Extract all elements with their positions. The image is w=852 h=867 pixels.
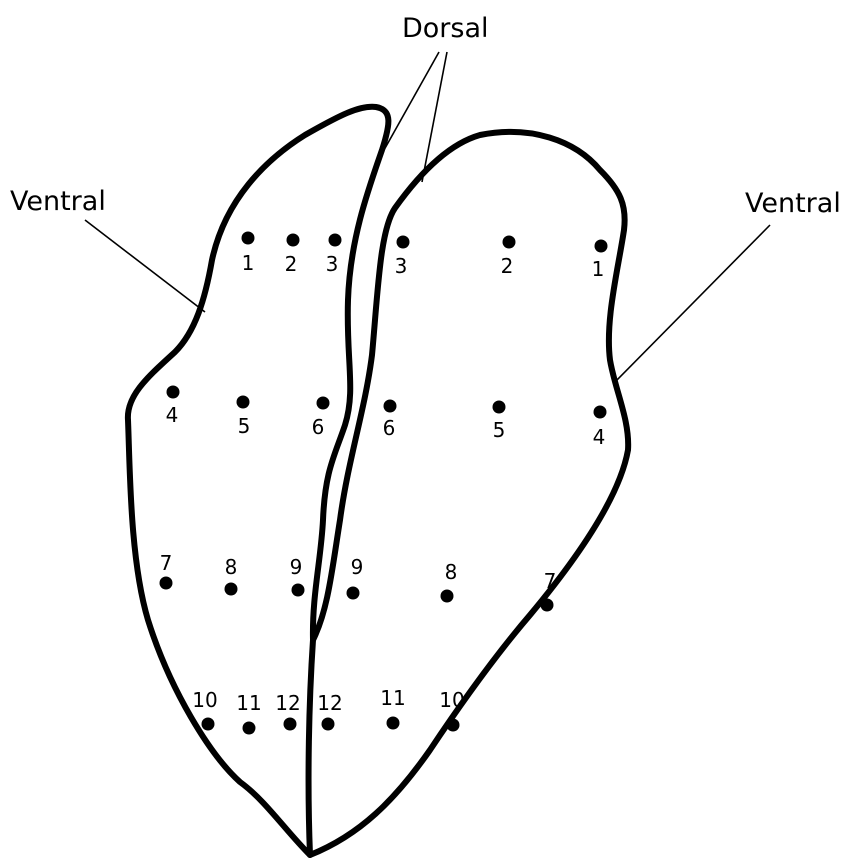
left-point-11-label: 11 — [236, 691, 261, 715]
right-point-3-label: 3 — [395, 254, 408, 278]
right-point-6-marker — [384, 400, 397, 413]
right-point-11-label: 11 — [380, 686, 405, 710]
left-point-9-marker — [292, 584, 305, 597]
right-point-12-marker — [322, 718, 335, 731]
left-point-5-marker — [237, 396, 250, 409]
left-point-5-label: 5 — [238, 414, 251, 438]
left-point-7-label: 7 — [160, 551, 173, 575]
right-point-7-label: 7 — [544, 569, 557, 593]
left-point-6-marker — [317, 397, 330, 410]
left-point-9-label: 9 — [290, 555, 303, 579]
right-point-9-marker — [347, 587, 360, 600]
ventral-left-label: Ventral — [10, 186, 106, 217]
right-point-12-label: 12 — [317, 691, 342, 715]
right-point-9-label: 9 — [351, 555, 364, 579]
right-point-10-label: 10 — [439, 688, 464, 712]
right-point-5-label: 5 — [493, 418, 506, 442]
ventral-left-leader — [85, 220, 205, 312]
left-point-6-label: 6 — [312, 415, 325, 439]
left-point-12-label: 12 — [275, 691, 300, 715]
left-point-1-label: 1 — [242, 251, 255, 275]
right-point-5-marker — [493, 401, 506, 414]
left-point-3-marker — [329, 234, 342, 247]
right-point-4-label: 4 — [593, 425, 606, 449]
left-point-10-marker — [202, 718, 215, 731]
left-point-8-label: 8 — [225, 555, 238, 579]
right-point-2-marker — [503, 236, 516, 249]
left-point-8-marker — [225, 583, 238, 596]
left-point-11-marker — [243, 722, 256, 735]
right-point-11-marker — [387, 717, 400, 730]
left-point-10-label: 10 — [192, 688, 217, 712]
left-point-2-marker — [287, 234, 300, 247]
right-point-4-marker — [594, 406, 607, 419]
left-point-7-marker — [160, 577, 173, 590]
right-lobe-points: 3 2 1 6 5 4 9 8 7 12 11 10 — [317, 236, 607, 732]
right-point-1-label: 1 — [592, 257, 605, 281]
right-point-8-label: 8 — [445, 560, 458, 584]
right-point-2-label: 2 — [501, 254, 514, 278]
left-point-4-marker — [167, 386, 180, 399]
left-point-12-marker — [284, 718, 297, 731]
right-point-10-marker — [447, 719, 460, 732]
right-point-8-marker — [441, 590, 454, 603]
right-point-3-marker — [397, 236, 410, 249]
left-point-1-marker — [242, 232, 255, 245]
ventral-right-label: Ventral — [745, 188, 841, 219]
right-point-7-marker — [541, 599, 554, 612]
left-point-3-label: 3 — [326, 252, 339, 276]
right-point-6-label: 6 — [383, 416, 396, 440]
dorsal-label: Dorsal — [402, 13, 489, 44]
left-point-2-label: 2 — [285, 252, 298, 276]
right-point-1-marker — [595, 240, 608, 253]
ventral-right-leader — [614, 225, 770, 383]
left-point-4-label: 4 — [166, 403, 179, 427]
